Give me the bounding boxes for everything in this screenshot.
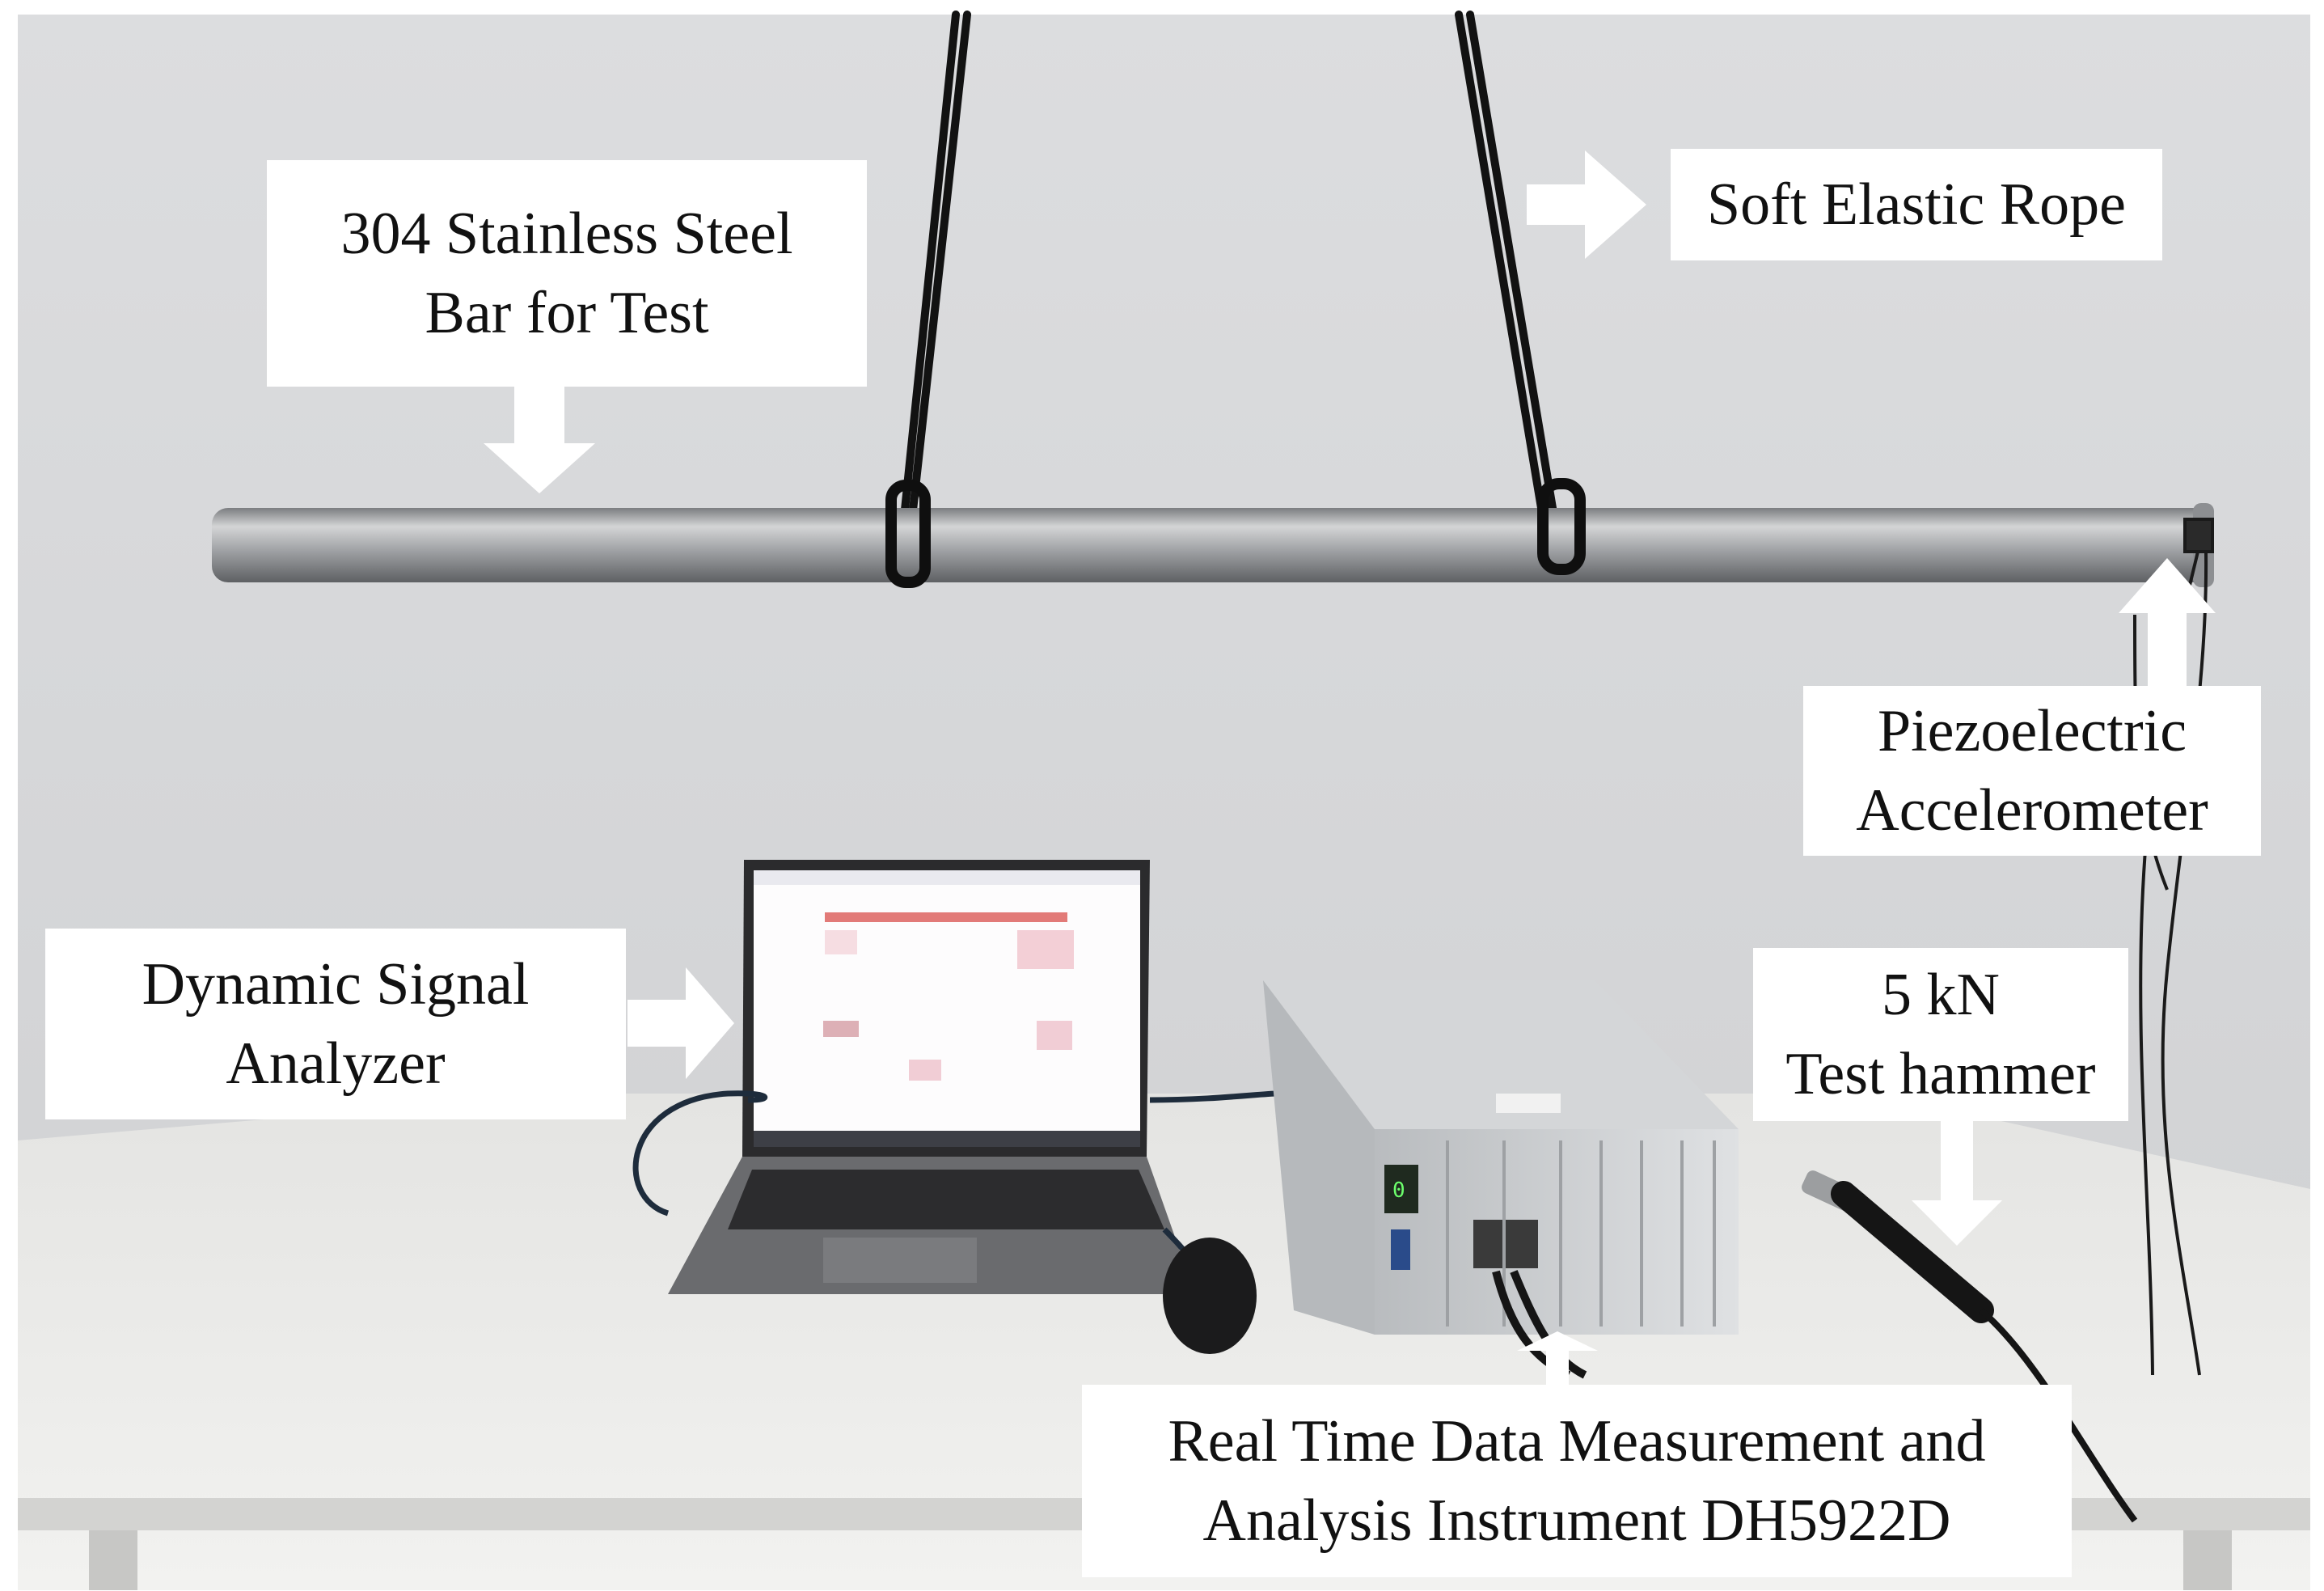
table-leg-right <box>2183 1530 2232 1590</box>
label-steel-bar: 304 Stainless Steel Bar for Test <box>267 160 867 387</box>
arrow-instrument <box>1517 1331 1598 1385</box>
arrow-analyzer <box>627 967 734 1079</box>
rope-loops <box>885 478 1586 588</box>
label-instrument-line-2: Analysis Instrument DH5922D <box>1202 1487 1951 1554</box>
arrow-accelerometer <box>2119 558 2216 686</box>
arrow-rope <box>1527 150 1646 259</box>
label-instrument: Real Time Data Measurement and Analysis … <box>1082 1385 2072 1577</box>
label-rope-text: Soft Elastic Rope <box>1707 171 2126 238</box>
label-rope: Soft Elastic Rope <box>1671 149 2162 260</box>
annotation-arrows <box>484 150 2216 1385</box>
svg-text:0: 0 <box>1392 1178 1405 1203</box>
dh5922d-instrument: 0 <box>1263 980 1739 1379</box>
arrow-steel-bar <box>484 380 595 493</box>
label-analyzer: Dynamic Signal Analyzer <box>45 929 626 1119</box>
label-hammer-line-1: 5 kN <box>1882 962 2000 1028</box>
label-analyzer-line-2: Analyzer <box>226 1030 446 1097</box>
label-steel-bar-line-1: 304 Stainless Steel <box>340 201 793 267</box>
steel-bar <box>212 503 2214 587</box>
label-accelerometer: Piezoelectric Accelerometer <box>1803 686 2261 856</box>
label-steel-bar-line-2: Bar for Test <box>425 280 709 346</box>
label-accelerometer-line-1: Piezoelectric <box>1877 698 2187 764</box>
label-hammer: 5 kN Test hammer <box>1753 948 2128 1121</box>
elastic-rope <box>900 11 1558 522</box>
arrow-hammer <box>1912 1119 2002 1246</box>
mouse <box>1163 1238 1257 1354</box>
label-analyzer-line-1: Dynamic Signal <box>142 951 530 1018</box>
label-instrument-line-1: Real Time Data Measurement and <box>1168 1408 1986 1475</box>
laptop <box>668 860 1195 1294</box>
label-hammer-line-2: Test hammer <box>1785 1041 2096 1107</box>
table-leg-left <box>89 1530 137 1590</box>
label-accelerometer-line-2: Accelerometer <box>1856 777 2208 844</box>
